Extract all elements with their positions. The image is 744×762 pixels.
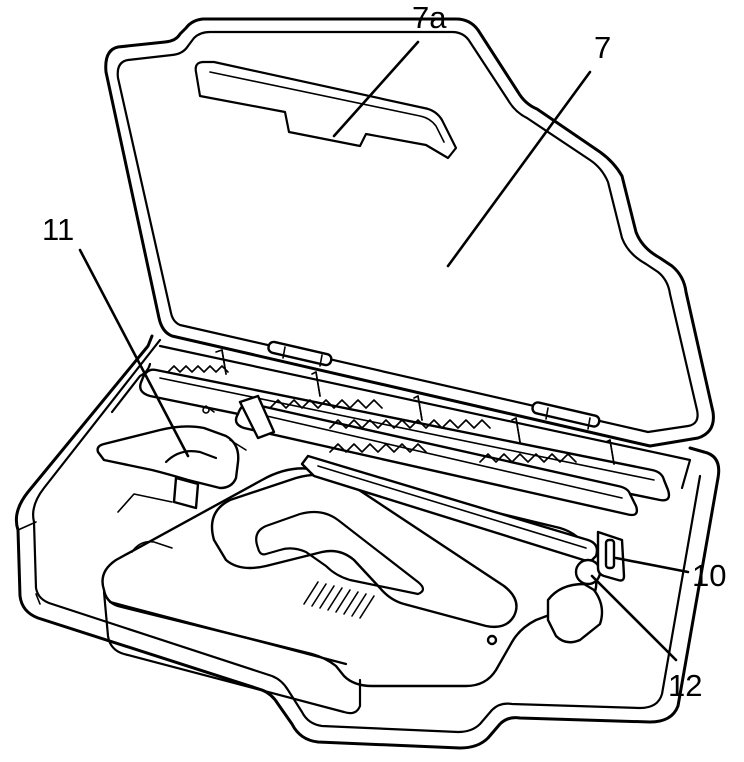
case-lid (104, 17, 715, 448)
leader-10 (614, 556, 690, 574)
callout-7: 7 (594, 30, 611, 65)
leader-7a (332, 40, 420, 138)
leader-lines (78, 40, 690, 662)
callout-10: 10 (692, 558, 726, 593)
stapler (96, 394, 626, 715)
leader-7 (446, 70, 592, 268)
callout-7a: 7a (412, 0, 447, 35)
callout-11: 11 (42, 212, 74, 247)
leader-11 (78, 248, 190, 458)
leader-12 (590, 574, 678, 662)
callout-labels: 7a 7 11 10 12 (42, 0, 726, 703)
callout-12: 12 (668, 668, 702, 703)
lid-hinges (267, 340, 601, 430)
